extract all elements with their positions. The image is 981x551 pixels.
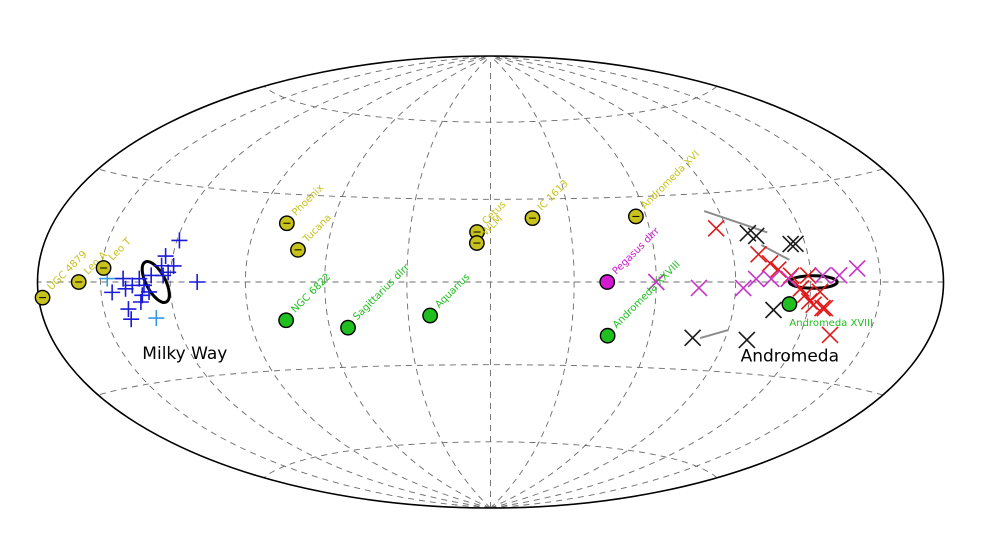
plus-marker	[157, 248, 174, 265]
cross-marker	[780, 270, 798, 288]
graticule-grid	[37, 55, 944, 509]
point-label: Pegasus dIrr	[611, 225, 663, 277]
region-labels: Milky Way Andromeda	[142, 344, 839, 367]
cross-marker	[749, 245, 768, 263]
plus-marker	[120, 301, 137, 318]
motion-streak	[703, 210, 768, 234]
parallel-line	[263, 441, 718, 479]
cross-marker	[814, 266, 832, 285]
plus-marker	[134, 287, 151, 304]
cross-marker	[799, 267, 817, 285]
plus-marker	[148, 310, 165, 327]
cross-marker	[769, 260, 787, 279]
point-tucana: Tucana	[290, 212, 334, 258]
cross-marker	[786, 235, 805, 253]
cross-marker	[813, 299, 832, 317]
cross-marker	[830, 266, 848, 284]
point-marker	[599, 327, 616, 344]
point-label: Andromeda XVIII	[789, 318, 873, 329]
cross-marker	[707, 219, 725, 237]
plus-marker	[117, 280, 134, 297]
point-marker	[278, 312, 295, 329]
cross-marker	[738, 331, 756, 349]
satellite-markers	[99, 219, 866, 349]
cross-marker	[821, 326, 839, 344]
point-marker	[599, 274, 616, 290]
point-andromeda-xviii: Andromeda XVIII	[781, 296, 873, 329]
parallel-line	[263, 85, 718, 123]
cross-marker	[734, 279, 752, 297]
plus-marker	[171, 232, 188, 249]
cross-marker	[762, 270, 780, 288]
cross-marker	[761, 254, 779, 272]
plus-marker	[189, 274, 206, 290]
plus-marker	[115, 270, 132, 287]
point-marker	[781, 296, 798, 312]
cross-marker	[764, 301, 783, 319]
cross-marker	[747, 227, 765, 245]
cross-marker	[805, 296, 823, 314]
point-label: Leo T	[107, 236, 134, 263]
plus-marker	[104, 284, 121, 301]
point-andromeda-xvi: Andromeda XVI	[627, 149, 702, 225]
meridian-line	[244, 55, 491, 509]
plus-marker	[165, 257, 182, 274]
andromeda-ellipse	[787, 274, 839, 290]
region-label: Milky Way	[142, 344, 227, 364]
point-marker	[340, 319, 356, 336]
milky-way-ellipse	[140, 260, 171, 304]
region-label: Andromeda	[741, 347, 839, 367]
cross-marker	[684, 329, 702, 347]
cross-marker	[848, 259, 866, 277]
plus-marker	[132, 293, 149, 310]
cross-marker	[747, 270, 765, 288]
point-label: Phoenix	[290, 182, 326, 218]
meridian-line	[490, 55, 575, 509]
point-label: Tucana	[301, 212, 334, 245]
parallel-line	[98, 168, 883, 200]
point-label: NGC 6822	[289, 272, 333, 316]
point-ic-1613: IC 1613	[524, 178, 571, 227]
point-label: Aquarius	[433, 272, 472, 311]
point-label: IC 1613	[536, 178, 571, 213]
plus-marker	[123, 311, 140, 328]
cross-marker	[811, 283, 829, 301]
cross-marker	[647, 273, 665, 291]
parallel-line	[98, 364, 883, 396]
sky-boundary-ellipse	[36, 55, 945, 509]
plus-marker	[141, 283, 158, 300]
point-aquarius: Aquarius	[422, 272, 472, 324]
cross-marker	[816, 299, 834, 317]
point-label: Sagittarius dIrr	[351, 262, 412, 323]
point-marker	[422, 307, 439, 324]
cross-marker	[782, 235, 800, 253]
point-sagittarius-dirr: Sagittarius dIrr	[340, 262, 412, 336]
cross-marker	[690, 279, 708, 297]
galaxy-ellipses	[140, 260, 839, 304]
point-label: Andromeda XVI	[639, 149, 702, 212]
motion-streak	[699, 329, 729, 339]
